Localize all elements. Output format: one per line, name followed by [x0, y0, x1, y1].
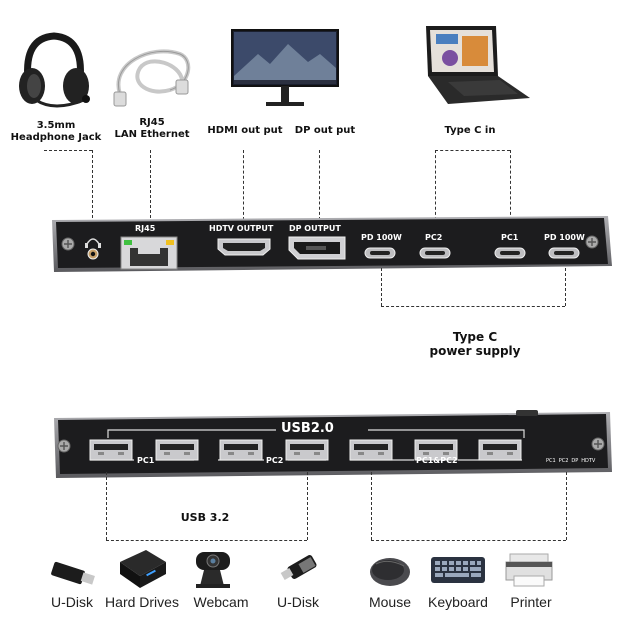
typec-in-left-leg [435, 150, 436, 220]
indicator-hdtv: HDTV [581, 458, 596, 464]
usb2-title: USB2.0 [281, 421, 334, 436]
power-right-leg [565, 268, 566, 306]
usb32-right-leg [307, 472, 308, 540]
usb-drive-icon [50, 558, 98, 588]
keyboard-icon [430, 556, 486, 584]
power-bracket [381, 306, 565, 307]
rj45-port-label: RJ45 [135, 224, 156, 233]
usb2-left-leg [371, 472, 372, 540]
usb32-label: USB 3.2 [180, 511, 230, 524]
hard-drive-icon [116, 548, 168, 592]
ethernet-label: RJ45 LAN Ethernet [114, 117, 190, 140]
hdtv-output-label: HDTV OUTPUT [209, 224, 274, 233]
pc1-typec-label: PC1 [501, 233, 519, 242]
usbc-pd-port-1[interactable] [364, 247, 396, 259]
usb-a-port-2[interactable] [155, 439, 199, 461]
indicator-pc1: PC1 [546, 458, 556, 464]
power-left-leg [381, 268, 382, 306]
dp-out-label: DP out put [294, 125, 356, 136]
group-pc1-label: PC1 [137, 456, 155, 465]
dp-output-label: DP OUTPUT [289, 224, 341, 233]
indicator-dp: DP [571, 458, 579, 464]
headphone-connector-line [92, 150, 93, 218]
dp-connector-line [319, 150, 320, 220]
ethernet-connector-line [150, 150, 151, 218]
hdmi-port[interactable] [217, 238, 271, 256]
indicator-pc2: PC2 [558, 458, 569, 464]
usb32-bracket [106, 540, 307, 541]
indicator-row: PC1 PC2 DP HDTV [546, 458, 595, 464]
usb-a-port-7[interactable] [478, 439, 522, 461]
usb-a-port-1[interactable] [89, 439, 133, 461]
headphone-jack-port[interactable] [84, 234, 102, 260]
typec-in-bracket [435, 150, 510, 151]
device-label-webcam: Webcam [193, 594, 249, 610]
hdmi-connector-line [243, 150, 244, 220]
group-pc2-label: PC2 [266, 456, 284, 465]
typec-in-right-leg [510, 150, 511, 220]
pd-100w-label-2: PD 100W [544, 233, 585, 242]
usb-drive-icon-2 [280, 552, 324, 588]
rj45-port[interactable] [120, 236, 178, 270]
usb2-right-leg [566, 472, 567, 540]
usb-a-port-6[interactable] [414, 439, 458, 461]
pc2-typec-label: PC2 [425, 233, 443, 242]
device-label-mouse: Mouse [368, 594, 412, 610]
device-label-hard-drives: Hard Drives [105, 594, 179, 610]
device-label-printer: Printer [510, 594, 552, 610]
usb-a-port-5[interactable] [349, 439, 393, 461]
hdmi-out-label: HDMI out put [207, 125, 283, 136]
webcam-icon [190, 548, 238, 592]
device-label-udisk-2: U-Disk [277, 594, 319, 610]
headphone-connector-bend [44, 150, 92, 151]
group-pc1pc2-label: PC1&PC2 [416, 456, 458, 465]
device-label-keyboard: Keyboard [428, 594, 488, 610]
laptop-icon [418, 24, 534, 108]
usb-a-port-3[interactable] [219, 439, 263, 461]
usbc-pd-port-2[interactable] [548, 247, 580, 259]
dp-port[interactable] [288, 236, 346, 260]
ethernet-cable-icon [110, 44, 194, 110]
headphones-icon [14, 30, 94, 112]
usbc-pc1-port[interactable] [494, 247, 526, 259]
usb2-bracket [371, 540, 566, 541]
usb32-left-leg [106, 472, 107, 540]
power-supply-label: Type C power supply [429, 330, 521, 358]
headphone-label: 3.5mm Headphone Jack [10, 120, 102, 143]
usb-a-port-4[interactable] [285, 439, 329, 461]
monitor-icon [230, 28, 340, 110]
usbc-pc2-port[interactable] [419, 247, 451, 259]
pd-100w-label-1: PD 100W [361, 233, 402, 242]
printer-icon [504, 552, 554, 588]
device-label-udisk: U-Disk [51, 594, 93, 610]
typec-in-label: Type C in [444, 125, 496, 136]
mouse-icon [368, 554, 414, 588]
